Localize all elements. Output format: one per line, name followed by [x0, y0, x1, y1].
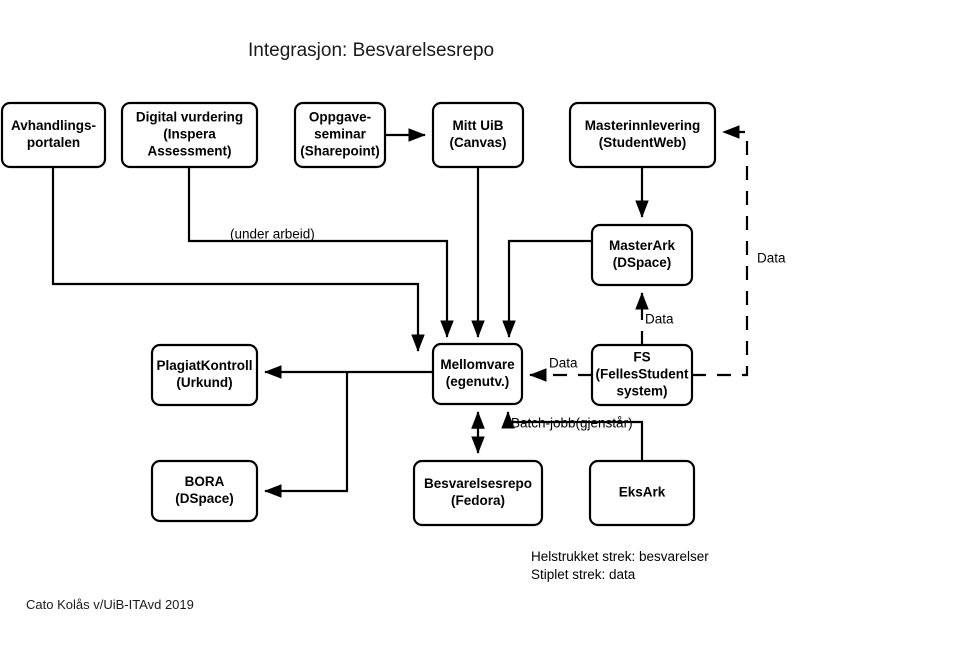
- node-label-mellomvare: Mellomvare: [440, 357, 515, 372]
- node-oppgave-seminar[interactable]: Oppgave-seminar (Sharepoint): [293, 101, 387, 169]
- node-label-oppgave-seminar: (Sharepoint): [300, 144, 380, 159]
- node-masterark[interactable]: MasterArk (DSpace): [590, 223, 694, 287]
- edge-labels-layer: (under arbeid)DataDataDataBatch-jobb(gje…: [230, 227, 786, 431]
- node-mellomvare[interactable]: Mellomvare (egenutv.): [431, 342, 524, 406]
- edge-label-data-fs-mellomvare: Data: [549, 356, 578, 371]
- node-box-bora[interactable]: [150, 459, 259, 523]
- node-box-masterark[interactable]: [590, 223, 694, 287]
- node-label-avhandlingsportalen: Avhandlings-: [11, 118, 96, 133]
- edge-label-batch-jobb: Batch-jobb(gjenstår): [511, 416, 633, 431]
- node-box-avhandlingsportalen[interactable]: [0, 101, 107, 169]
- author-credit: Cato Kolås v/UiB-ITAvd 2019: [26, 597, 194, 612]
- node-label-besvarelsesrepo: Besvarelsesrepo: [424, 476, 532, 491]
- edges-layer: [51, 125, 749, 498]
- edge-fs-to-masterinnlevering: [692, 125, 749, 377]
- edge-masterark-to-mellomvare: [502, 239, 592, 338]
- edge-avhandlingsportalen-to-mellomvare: [51, 167, 425, 352]
- node-label-eksark: EksArk: [619, 485, 666, 500]
- node-bora[interactable]: BORA (DSpace): [150, 459, 259, 523]
- page-title: Integrasjon: Besvarelsesrepo: [248, 40, 494, 61]
- node-mitt-uib[interactable]: Mitt UiB (Canvas): [431, 101, 525, 169]
- node-label-plagiatkontroll: PlagiatKontroll: [156, 358, 252, 373]
- node-label-fs: system): [616, 384, 667, 399]
- node-avhandlingsportalen[interactable]: Avhandlings-portalen: [0, 101, 107, 169]
- node-label-digital-vurdering: Digital vurdering: [136, 110, 243, 125]
- node-label-bora: BORA: [185, 474, 225, 489]
- node-label-digital-vurdering: (Inspera: [163, 127, 216, 142]
- edge-label-under-arbeid: (under arbeid): [230, 227, 315, 242]
- node-label-bora: (DSpace): [175, 491, 234, 506]
- node-masterinnlevering[interactable]: Masterinnlevering (StudentWeb): [568, 101, 717, 169]
- node-label-fs: FS: [633, 350, 650, 365]
- node-label-masterinnlevering: Masterinnlevering: [585, 118, 701, 133]
- node-plagiatkontroll[interactable]: PlagiatKontroll (Urkund): [150, 343, 259, 407]
- node-label-fs: (FellesStudent: [595, 367, 689, 382]
- node-label-besvarelsesrepo: (Fedora): [451, 493, 505, 508]
- node-label-avhandlingsportalen: portalen: [27, 135, 80, 150]
- node-label-masterark: (DSpace): [613, 255, 672, 270]
- node-label-masterinnlevering: (StudentWeb): [599, 135, 687, 150]
- edge-label-data-right-loop: Data: [757, 251, 786, 266]
- edge-eksark-to-mellomvare: [501, 411, 644, 461]
- node-label-oppgave-seminar: seminar: [314, 127, 367, 142]
- node-label-oppgave-seminar: Oppgave-: [309, 110, 371, 125]
- node-label-digital-vurdering: Assessment): [147, 144, 231, 159]
- edge-mellomvare-to-bora: [264, 372, 349, 498]
- edge-label-data-fs-masterark: Data: [645, 312, 674, 327]
- node-box-digital-vurdering[interactable]: [120, 101, 259, 169]
- node-label-mitt-uib: (Canvas): [449, 135, 506, 150]
- node-label-masterark: MasterArk: [609, 238, 676, 253]
- legend-dashed-line: Stiplet strek: data: [531, 567, 636, 582]
- node-box-mitt-uib[interactable]: [431, 101, 525, 169]
- node-box-oppgave-seminar[interactable]: [293, 101, 387, 169]
- node-eksark[interactable]: EksArk: [588, 459, 696, 527]
- node-box-masterinnlevering[interactable]: [568, 101, 717, 169]
- node-box-fs[interactable]: [590, 343, 694, 407]
- node-besvarelsesrepo[interactable]: Besvarelsesrepo (Fedora): [412, 459, 544, 527]
- node-label-plagiatkontroll: (Urkund): [176, 375, 232, 390]
- node-box-eksark[interactable]: [588, 459, 696, 527]
- node-fs[interactable]: FS (FellesStudent system): [590, 343, 694, 407]
- legend-solid-line: Helstrukket strek: besvarelser: [531, 549, 709, 564]
- node-box-besvarelsesrepo[interactable]: [412, 459, 544, 527]
- edge-digital-vurdering-to-mellomvare: [187, 167, 454, 338]
- node-label-mellomvare: (egenutv.): [446, 374, 510, 389]
- node-box-mellomvare[interactable]: [431, 342, 524, 406]
- nodes-layer: Avhandlings-portalen Digital vurdering (In…: [0, 101, 717, 527]
- node-box-plagiatkontroll[interactable]: [150, 343, 259, 407]
- node-label-mitt-uib: Mitt UiB: [453, 118, 504, 133]
